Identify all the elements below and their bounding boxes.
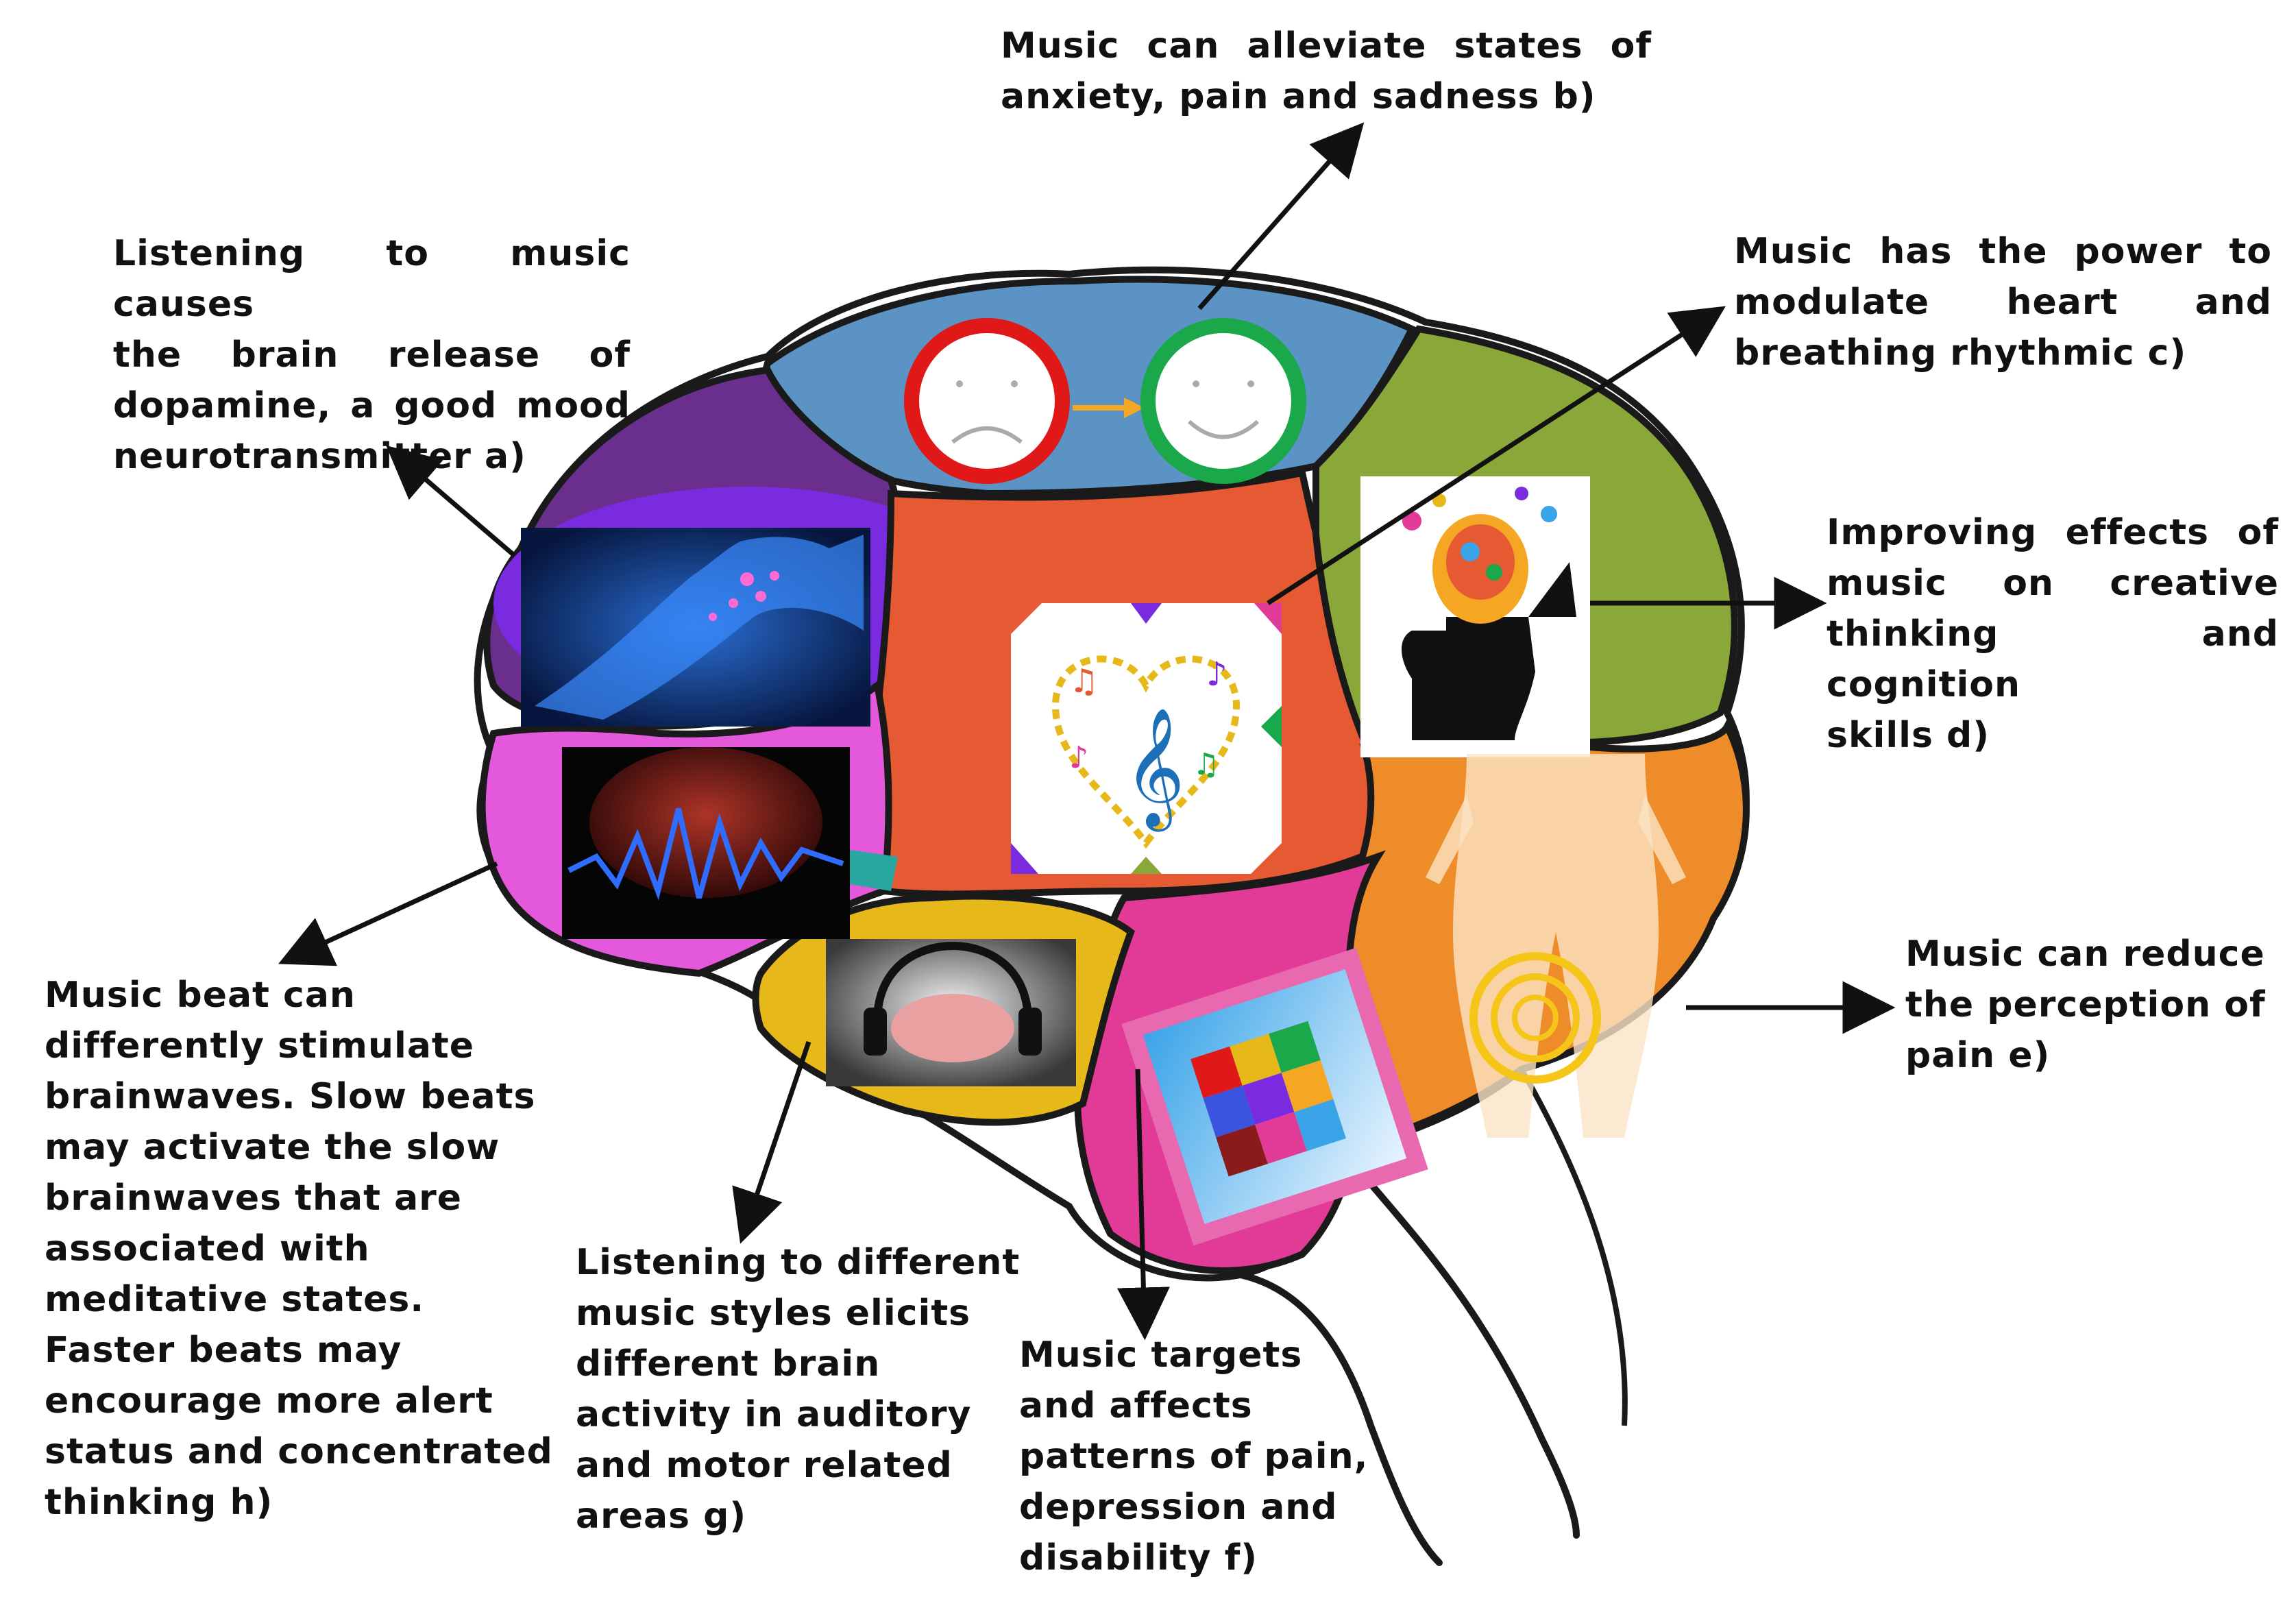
body-pain-image	[1426, 754, 1686, 1138]
label-d: Improving effects of music on creative t…	[1827, 512, 2279, 756]
sad-face-icon	[904, 318, 1070, 484]
brain-stem	[1237, 1148, 1580, 1566]
svg-text:𝄞: 𝄞	[1124, 707, 1185, 832]
brainwave-image	[562, 747, 850, 939]
arrow-c	[1267, 306, 1726, 605]
synapse-image	[521, 528, 870, 727]
leader-arrows	[278, 122, 1896, 1341]
label-e: Music can reduce the perception of pain …	[1905, 934, 2266, 1076]
arrow-f	[1116, 1069, 1170, 1341]
svg-text:♪: ♪	[1206, 655, 1228, 694]
puzzle-image	[1121, 947, 1428, 1246]
label-c: Music has the power to modulate heart an…	[1734, 231, 2272, 374]
happy-face-icon	[1140, 318, 1306, 484]
label-a: Listening to music causes the brain rele…	[113, 233, 631, 477]
label-g: Listening to different music styles elic…	[576, 1242, 1021, 1537]
svg-text:♫: ♫	[1193, 747, 1219, 782]
stem-branch	[1519, 1068, 1628, 1426]
arrow-h	[278, 861, 498, 966]
label-f: Music targets and affects patterns of pa…	[1019, 1334, 1369, 1578]
arrow-b	[1197, 122, 1365, 310]
music-heart-image: 𝄞 ♫ ♪ ♫ ♪	[1011, 603, 1282, 874]
label-b: Music can alleviate states of anxiety, p…	[1001, 25, 1652, 117]
teal-strip	[850, 850, 898, 891]
creative-head-image	[1360, 476, 1590, 757]
svg-text:♪: ♪	[1069, 740, 1088, 775]
arrow-g	[732, 1040, 811, 1244]
label-h: Music beat can differently stimulate bra…	[45, 975, 553, 1523]
mood-arrow-icon	[1073, 398, 1145, 418]
svg-text:♫: ♫	[1069, 662, 1099, 700]
headphones-brain-image	[826, 939, 1076, 1086]
arrow-a	[386, 445, 516, 557]
